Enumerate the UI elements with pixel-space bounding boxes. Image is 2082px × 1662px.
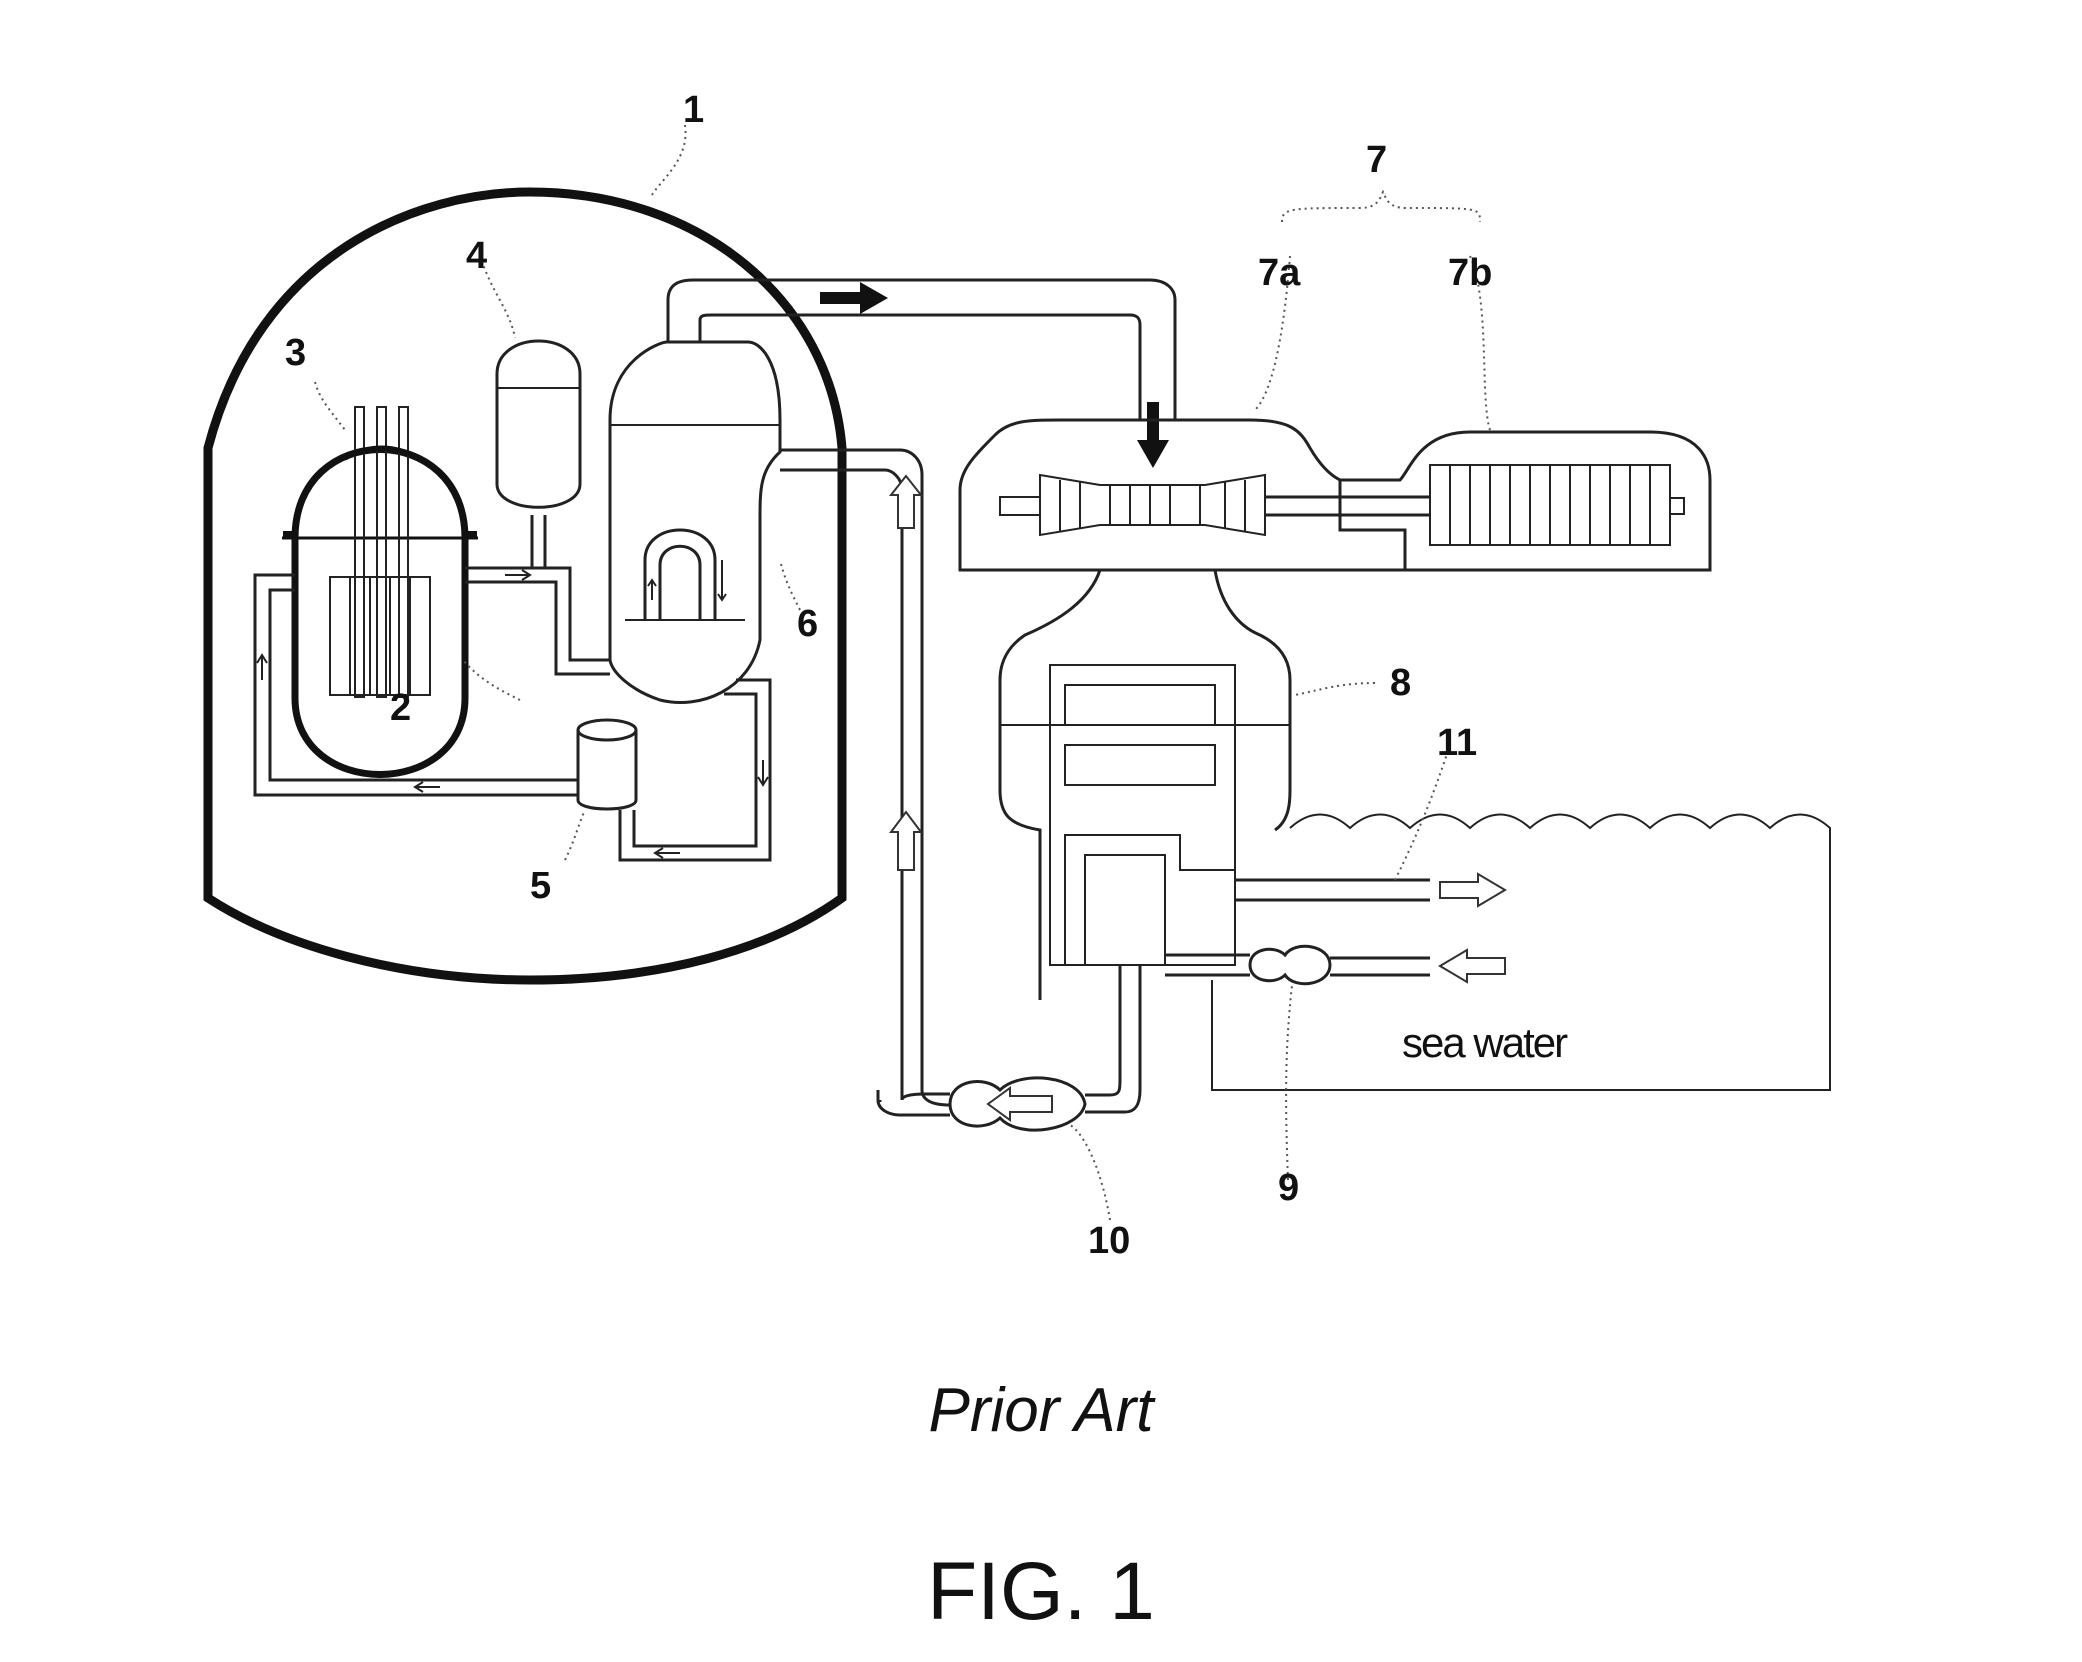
steam-flow-arrow-down xyxy=(1137,402,1169,468)
label-10: 10 xyxy=(1088,1220,1130,1262)
turbine xyxy=(960,420,1430,570)
label-3: 3 xyxy=(285,332,306,374)
label-7b: 7b xyxy=(1448,252,1492,294)
label-7: 7 xyxy=(1366,139,1387,181)
reactor-vessel xyxy=(282,450,478,775)
label-4: 4 xyxy=(466,235,487,277)
label-1: 1 xyxy=(683,89,704,131)
control-rods xyxy=(345,407,418,697)
label-9: 9 xyxy=(1278,1167,1299,1209)
inflow-arrow xyxy=(1440,950,1505,982)
label-7a: 7a xyxy=(1258,252,1301,294)
figure-caption: FIG. 1 xyxy=(0,1545,2082,1639)
label-11: 11 xyxy=(1437,722,1477,764)
label-6: 6 xyxy=(797,603,818,645)
main-steam-line xyxy=(668,280,1175,420)
sea-water-label: sea water xyxy=(1402,1019,1568,1066)
label-8: 8 xyxy=(1390,662,1411,704)
prior-art-caption: Prior Art xyxy=(0,1375,2082,1446)
steam-flow-arrow-right xyxy=(820,282,888,314)
pressurizer xyxy=(497,341,580,568)
condenser xyxy=(1000,570,1290,1000)
label-5: 5 xyxy=(530,865,551,907)
generator xyxy=(1340,432,1710,570)
primary-loop xyxy=(255,568,770,860)
outflow-arrow xyxy=(1440,874,1505,906)
containment-vessel xyxy=(208,192,842,980)
outlet-pipe xyxy=(1235,880,1430,900)
steam-generator xyxy=(610,342,780,703)
coolant-pump xyxy=(578,720,636,809)
label-2: 2 xyxy=(390,687,411,729)
